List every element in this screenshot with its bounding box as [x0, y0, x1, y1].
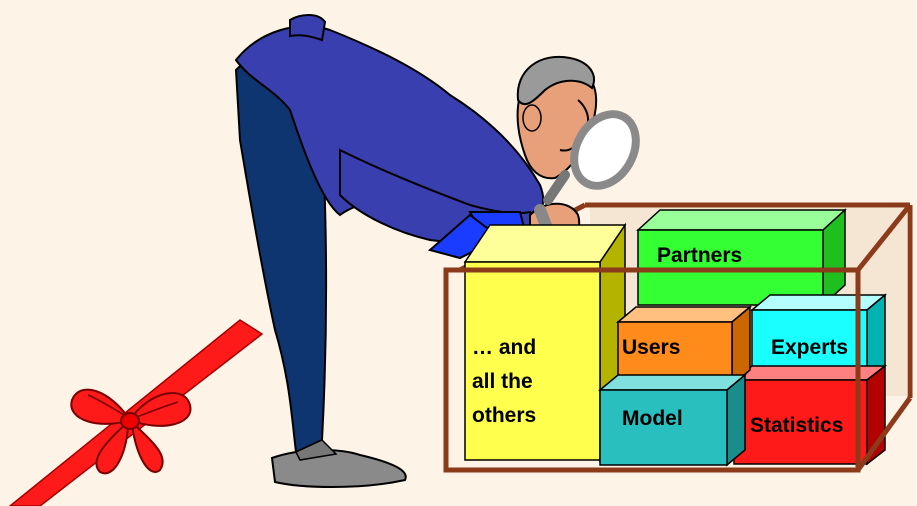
label-others-line2: all the	[472, 370, 533, 393]
gift-ribbon-icon	[8, 319, 264, 506]
crate-frame-front	[443, 203, 913, 473]
label-model: Model	[622, 407, 683, 430]
label-others-line1: … and	[472, 336, 536, 359]
label-users: Users	[622, 336, 680, 359]
box-model	[597, 373, 748, 467]
label-statistics: Statistics	[750, 414, 843, 437]
label-partners: Partners	[657, 244, 742, 267]
magnifier-icon	[570, 110, 640, 190]
label-experts: Experts	[771, 336, 848, 359]
label-others-line3: others	[472, 404, 536, 427]
